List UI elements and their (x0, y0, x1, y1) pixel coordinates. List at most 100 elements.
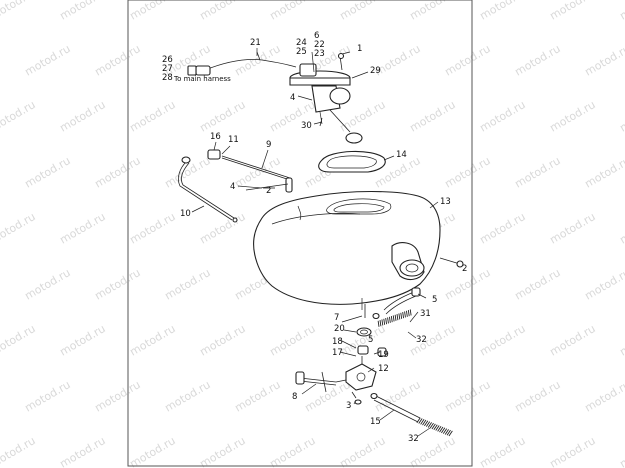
callout-4-mid: 4 (230, 182, 235, 192)
callout-22: 22 (314, 40, 325, 50)
watermark-text: motod.ru (618, 210, 625, 246)
spring-coil (420, 418, 425, 425)
fuel-line-lower (370, 392, 453, 437)
watermark-text: motod.ru (233, 378, 283, 414)
mounting-bolt (439, 257, 464, 268)
watermark-text: motod.ru (93, 42, 143, 78)
watermark-text: motod.ru (513, 42, 563, 78)
callout-2-right: 2 (462, 264, 467, 274)
spring-coil (390, 316, 393, 323)
watermark-text: motod.ru (478, 98, 528, 134)
watermark-text: motod.ru (513, 154, 563, 190)
callout-32-upper: 32 (416, 335, 427, 345)
watermark-text: motod.ru (583, 42, 625, 78)
callout-9: 9 (266, 140, 271, 150)
callout-16: 16 (210, 132, 221, 142)
spring-hose-lower (416, 417, 453, 437)
watermark-text: motod.ru (443, 378, 493, 414)
watermark-text: motod.ru (58, 322, 108, 358)
watermark-text: motod.ru (0, 0, 38, 23)
watermark-text: motod.ru (128, 0, 178, 23)
callout-12: 12 (378, 364, 389, 374)
spring-coil (394, 314, 397, 321)
callout-14: 14 (396, 150, 407, 160)
watermark-text: motod.ru (198, 98, 248, 134)
watermark-text: motod.ru (268, 322, 318, 358)
watermark-text: motod.ru (198, 210, 248, 246)
watermark-text: motod.ru (338, 98, 388, 134)
spring-coil (400, 312, 403, 319)
spring-coil (406, 310, 408, 317)
callout-31: 31 (420, 309, 431, 319)
watermark-text: motod.ru (23, 154, 73, 190)
callout-27: 27 (162, 64, 173, 74)
spring-coil (396, 314, 399, 321)
watermark-text: motod.ru (93, 154, 143, 190)
callout-24: 24 (296, 38, 307, 48)
callout-11: 11 (228, 135, 239, 145)
spring-coil (418, 418, 423, 424)
callout-17: 17 (332, 348, 343, 358)
watermark-text: motod.ru (548, 434, 598, 468)
spring-coil (448, 430, 453, 437)
wiring-harness (187, 51, 297, 76)
watermark-text: motod.ru (198, 434, 248, 468)
watermark-text: motod.ru (58, 98, 108, 134)
watermark-text: motod.ru (198, 0, 248, 23)
watermark-text: motod.ru (268, 434, 318, 468)
spring-coil (429, 422, 434, 429)
watermark-text: motod.ru (163, 378, 213, 414)
callout-15: 15 (370, 417, 381, 427)
watermark-text: motod.ru (93, 266, 143, 302)
watermark-text: motod.ru (0, 434, 38, 468)
callout-10: 10 (180, 209, 191, 219)
watermark-text: motod.ru (338, 0, 388, 23)
watermark-text: motod.ru (198, 322, 248, 358)
callout-4-top: 4 (290, 93, 295, 103)
watermark-text: motod.ru (408, 98, 458, 134)
watermark-text: motod.ru (338, 434, 388, 468)
watermark-text: motod.ru (0, 210, 38, 246)
spring-coil (389, 316, 391, 323)
watermark-text: motod.ru (268, 0, 318, 23)
watermark-text: motod.ru (548, 0, 598, 23)
watermark-text: motod.ru (478, 434, 528, 468)
callout-5-right: 5 (432, 295, 437, 305)
watermark-text: motod.ru (443, 266, 493, 302)
callout-2-mid: 2 (266, 186, 271, 196)
watermark-text: motod.ru (618, 0, 625, 23)
spring-coil (433, 424, 438, 431)
callout-21: 21 (250, 38, 261, 48)
watermark-text: motod.ru (618, 98, 625, 134)
spring-coil (416, 417, 421, 424)
petcock-assembly (295, 304, 387, 405)
callout-7: 7 (334, 313, 339, 323)
watermark-text: motod.ru (478, 0, 528, 23)
harness-note: To main harness (173, 75, 231, 83)
watermark-text: motod.ru (128, 98, 178, 134)
spring-coil (435, 425, 440, 431)
spring-coil (431, 423, 436, 430)
fuel-hoses (372, 287, 421, 327)
spring-coil (425, 421, 431, 427)
callout-19: 19 (378, 350, 389, 360)
callout-labels: 21 24 25 6 22 23 1 26 27 28 To main harn… (162, 31, 467, 444)
spring-coil (424, 420, 429, 427)
callout-1: 1 (357, 44, 362, 54)
watermark-text: motod.ru (23, 378, 73, 414)
callout-30: 30 (301, 121, 312, 131)
watermark-text: motod.ru (0, 322, 38, 358)
spring-coil (441, 427, 446, 434)
vent-hose-assembly (178, 149, 301, 223)
spring-coil (444, 429, 449, 435)
spring-coil (392, 315, 395, 322)
watermark-text: motod.ru (443, 42, 493, 78)
callout-29: 29 (370, 66, 381, 76)
watermark-text: motod.ru (0, 98, 38, 134)
spring-coil (439, 426, 444, 433)
callout-3: 3 (346, 401, 351, 411)
callout-25: 25 (296, 47, 307, 57)
spring-coil (379, 320, 382, 327)
watermark-text: motod.ru (93, 378, 143, 414)
